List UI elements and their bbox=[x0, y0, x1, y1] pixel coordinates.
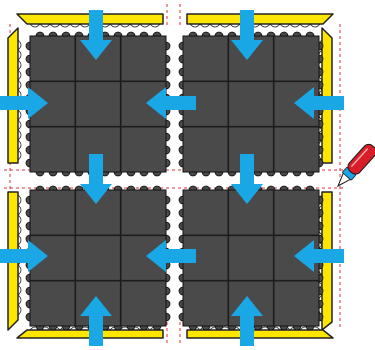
ramp-right-top bbox=[321, 27, 333, 164]
ramp-left-top bbox=[7, 27, 19, 164]
utility-knife-icon bbox=[337, 143, 375, 188]
ramp-bottom-right bbox=[186, 329, 334, 339]
ramp-top-right bbox=[186, 13, 334, 25]
